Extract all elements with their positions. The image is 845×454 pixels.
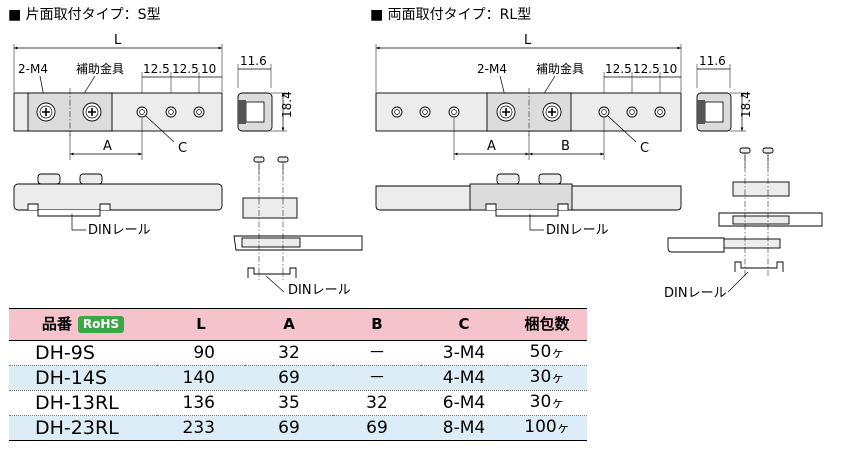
label-din-double-1: DINレール [546,223,609,238]
dimension-a-single: A [69,118,143,160]
cell-c: 6-M4 [421,390,507,416]
cell-a: 69 [245,365,333,391]
label-width-double: 11.6 [699,54,726,68]
side-view-double: DINレール [375,173,682,238]
end-label: 10 [201,62,216,76]
label-c-double: C [640,141,649,156]
cell-pack: 50ヶ [507,340,587,366]
label-din-single-2: DINレール [288,283,351,298]
pack-unit: ヶ [556,421,570,436]
label-fitting-single: 補助金具 [76,61,124,76]
cell-l: 136 [157,390,245,416]
label-m4-single: 2-M4 [18,62,48,76]
cell-b: － [333,340,421,366]
section-title-double: ■ 両面取付タイプ：RL型 [370,7,531,23]
pack-qty: 30 [529,367,552,387]
col-header-model-label: 品番 [41,315,72,333]
end-view-single: 11.6 18.4 [237,54,294,132]
cell-model: DH-23RL [9,415,157,441]
pitch-label-r2: 12.5 [633,62,660,76]
pack-qty: 100 [524,417,557,437]
table-row: DH-9S 90 32 － 3-M4 50ヶ [9,340,587,366]
cell-c: 4-M4 [421,365,507,391]
exploded-view-single: DINレール [233,156,363,298]
section-title-single: ■ 片面取付タイプ：S型 [8,7,161,23]
dimension-l-double: L [375,33,682,92]
pack-unit: ヶ [551,346,565,361]
pitch-dims-double: 12.5 12.5 10 [603,62,681,100]
label-din-single-1: DINレール [88,223,151,238]
cell-c: 3-M4 [421,340,507,366]
table-row: DH-14S 140 69 － 4-M4 30ヶ [9,365,587,391]
label-din-double-2: DINレール [664,286,727,300]
dimension-l-single: L [13,33,223,92]
cell-a: 35 [245,390,333,416]
table-row: DH-23RL 233 69 69 8-M4 100ヶ [9,415,587,441]
label-l-double: L [524,33,532,48]
col-header-a: A [245,308,333,341]
end-view-double: 11.6 18.4 [696,54,753,132]
label-b-double: B [561,139,570,154]
cell-pack: 30ヶ [507,365,587,391]
label-a-single: A [103,139,112,154]
col-header-model: 品番 RoHS [9,308,157,341]
col-header-b: B [333,308,421,341]
cell-b: 69 [333,415,421,441]
cell-c: 8-M4 [421,415,507,441]
label-l-single: L [114,33,122,48]
technical-drawing: ■ 片面取付タイプ：S型 L 12.5 12.5 10 2-M4 補助金具 A [8,7,823,300]
cell-model: DH-14S [9,365,157,391]
cell-a: 32 [245,340,333,366]
pitch-label-1: 12.5 [143,62,170,76]
cell-pack: 30ヶ [507,390,587,416]
cell-b: － [333,365,421,391]
col-header-l: L [157,308,245,341]
label-fitting-double: 補助金具 [536,61,584,76]
exploded-view-double: DINレール [664,147,823,300]
cell-pack: 100ヶ [507,415,587,441]
cell-l: 233 [157,415,245,441]
cell-b: 32 [333,390,421,416]
end-label-r: 10 [662,62,677,76]
spec-table: 品番 RoHS L A B C 梱包数 DH-9S 90 32 － 3-M4 50… [9,308,587,441]
cell-model: DH-13RL [9,390,157,416]
table-row: DH-13RL 136 35 32 6-M4 30ヶ [9,390,587,416]
cell-model: DH-9S [9,340,157,366]
pitch-label-r1: 12.5 [605,62,632,76]
cell-l: 90 [157,340,245,366]
top-view-double [375,88,682,136]
dimension-ab-double: A B [453,118,605,160]
label-width-single: 11.6 [240,54,267,68]
cell-l: 140 [157,365,245,391]
pack-unit: ヶ [551,396,565,411]
col-header-c: C [421,308,507,341]
side-view-single: DINレール [13,173,223,238]
pack-qty: 30 [529,392,552,412]
pack-qty: 50 [529,342,552,362]
top-view-single [13,88,223,136]
label-m4-double: 2-M4 [477,62,507,76]
label-c-single: C [178,141,187,156]
rohs-badge: RoHS [77,316,125,333]
table-header-row: 品番 RoHS L A B C 梱包数 [9,308,587,341]
pitch-label-2: 12.5 [172,62,199,76]
pack-unit: ヶ [551,371,565,386]
label-a-double: A [487,139,496,154]
label-height-single: 18.4 [280,91,294,118]
col-header-pack: 梱包数 [507,308,587,341]
label-height-double: 18.4 [739,91,753,118]
cell-a: 69 [245,415,333,441]
